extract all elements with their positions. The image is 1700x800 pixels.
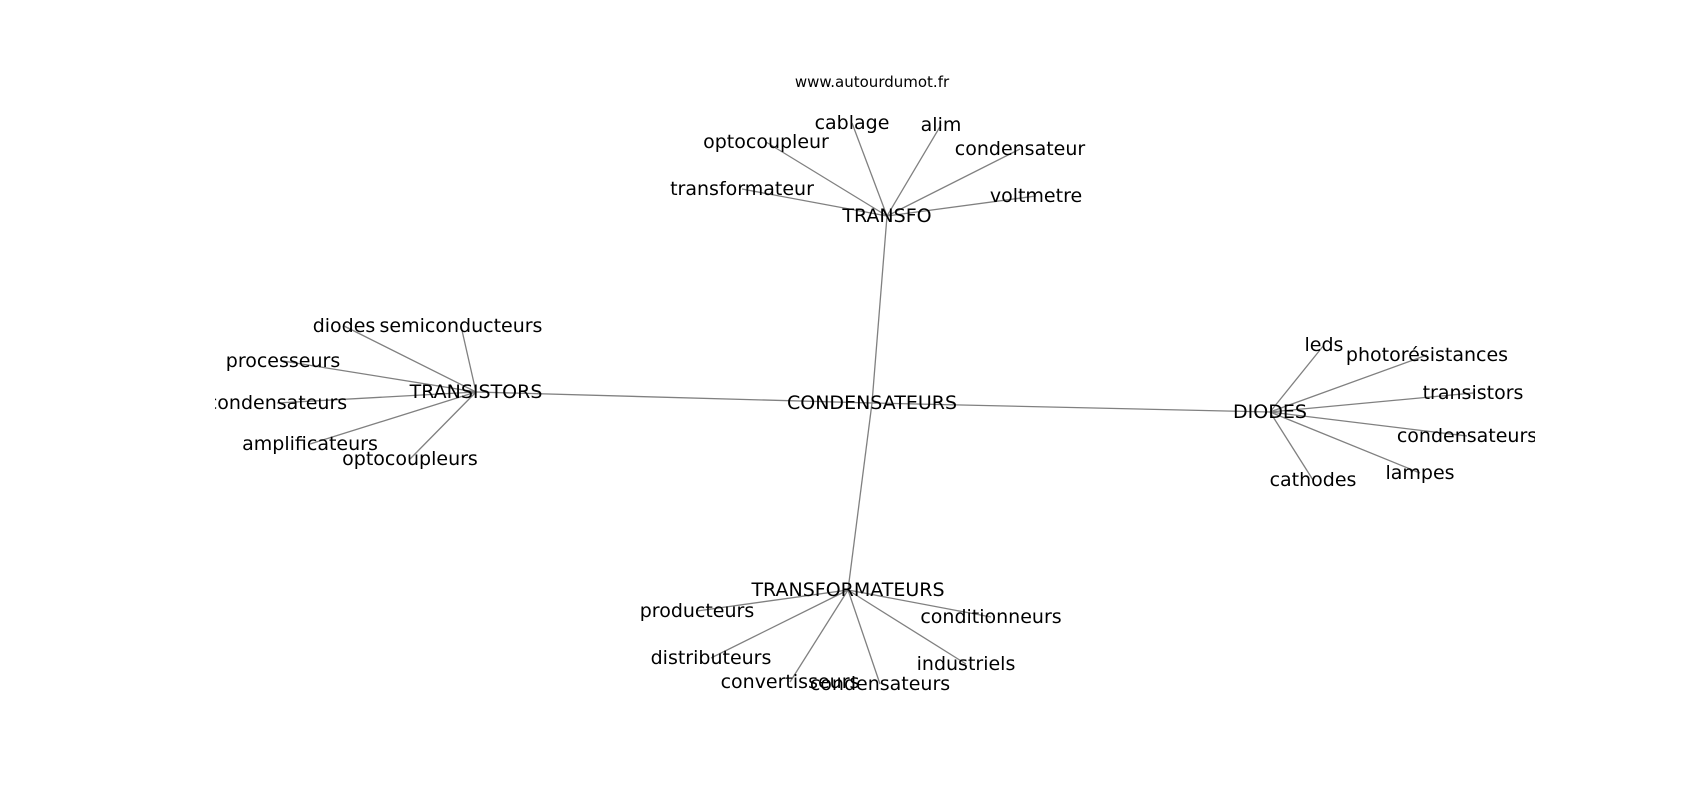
edge-center-transformateurs bbox=[847, 402, 873, 591]
node-hub-transformateurs[interactable]: TRANSFORMATEURS bbox=[750, 579, 944, 601]
edge-transistors-3 bbox=[276, 391, 477, 404]
edge-transformateurs-4 bbox=[789, 589, 849, 683]
node-leaf-transfo-1[interactable]: alim bbox=[921, 114, 962, 136]
node-hub-transfo[interactable]: TRANSFO bbox=[841, 205, 931, 227]
edge-center-transfo bbox=[871, 215, 888, 404]
edge-transfo-2 bbox=[765, 141, 888, 217]
node-leaf-diodes-5[interactable]: cathodes bbox=[1270, 469, 1357, 491]
edge-diodes-4 bbox=[1269, 411, 1421, 474]
node-leaf-diodes-0[interactable]: leds bbox=[1305, 334, 1344, 356]
edge-transfo-4 bbox=[741, 188, 888, 217]
edge-transistors-1 bbox=[460, 325, 477, 393]
edge-transistors-5 bbox=[409, 391, 477, 460]
edge-transfo-3 bbox=[886, 148, 1021, 217]
node-leaf-transfo-5[interactable]: voltmetre bbox=[990, 185, 1082, 207]
node-leaf-diodes-4[interactable]: lampes bbox=[1385, 462, 1454, 484]
node-leaf-transistors-3[interactable]: condensateurs bbox=[207, 392, 347, 414]
node-leaf-transformateurs-5[interactable]: condensateurs bbox=[810, 673, 950, 695]
edge-diodes-3 bbox=[1269, 411, 1468, 437]
node-leaf-transfo-4[interactable]: transformateur bbox=[670, 178, 814, 200]
node-center[interactable]: CONDENSATEURS bbox=[787, 392, 957, 414]
node-leaf-transistors-4[interactable]: amplificateurs bbox=[242, 433, 378, 455]
node-leaf-transfo-2[interactable]: optocoupleur bbox=[703, 131, 829, 153]
edge-transistors-4 bbox=[309, 391, 477, 445]
edge-diodes-2 bbox=[1269, 392, 1474, 413]
node-leaf-transfo-0[interactable]: cablage bbox=[815, 112, 890, 134]
edge-transformateurs-1 bbox=[847, 589, 992, 618]
node-leaf-transistors-1[interactable]: semiconducteurs bbox=[380, 315, 543, 337]
edge-transformateurs-2 bbox=[710, 589, 849, 659]
node-leaf-transformateurs-3[interactable]: industriels bbox=[917, 653, 1016, 675]
edge-transformateurs-5 bbox=[847, 589, 881, 685]
edges-layer bbox=[276, 122, 1474, 685]
source-credit: www.autourdumot.fr bbox=[795, 73, 950, 91]
node-hub-transistors[interactable]: TRANSISTORS bbox=[409, 381, 543, 403]
node-leaf-transformateurs-2[interactable]: distributeurs bbox=[651, 647, 772, 669]
node-leaf-diodes-1[interactable]: photorésistances bbox=[1346, 344, 1508, 366]
node-leaf-transistors-2[interactable]: processeurs bbox=[226, 350, 340, 372]
node-leaf-transformateurs-1[interactable]: conditionneurs bbox=[920, 606, 1061, 628]
edge-transfo-5 bbox=[886, 195, 1037, 217]
edge-center-diodes bbox=[871, 402, 1271, 413]
node-leaf-transistors-0[interactable]: diodes bbox=[313, 315, 376, 337]
edge-transistors-0 bbox=[343, 325, 477, 393]
node-leaf-transfo-3[interactable]: condensateur bbox=[955, 138, 1086, 160]
edge-transistors-2 bbox=[282, 360, 477, 393]
edge-diodes-1 bbox=[1269, 354, 1428, 413]
node-leaf-diodes-3[interactable]: condensateurs bbox=[1397, 425, 1537, 447]
edge-transformateurs-0 bbox=[696, 589, 849, 612]
labels-layer: CONDENSATEURS cablage alim optocoupleur cond… bbox=[207, 112, 1537, 695]
edge-center-transistors bbox=[475, 391, 873, 404]
node-leaf-diodes-2[interactable]: transistors bbox=[1423, 382, 1524, 404]
node-leaf-transistors-5[interactable]: optocoupleurs bbox=[342, 448, 478, 470]
edge-diodes-5 bbox=[1269, 411, 1314, 481]
edge-transfo-0 bbox=[851, 122, 888, 217]
node-leaf-transformateurs-4[interactable]: convertisseurs bbox=[721, 671, 860, 693]
edge-diodes-0 bbox=[1269, 344, 1325, 413]
node-leaf-transformateurs-0[interactable]: producteurs bbox=[640, 600, 755, 622]
edge-transformateurs-3 bbox=[847, 589, 967, 665]
node-hub-diodes[interactable]: DIODES bbox=[1233, 401, 1307, 423]
edge-transfo-1 bbox=[886, 124, 942, 217]
